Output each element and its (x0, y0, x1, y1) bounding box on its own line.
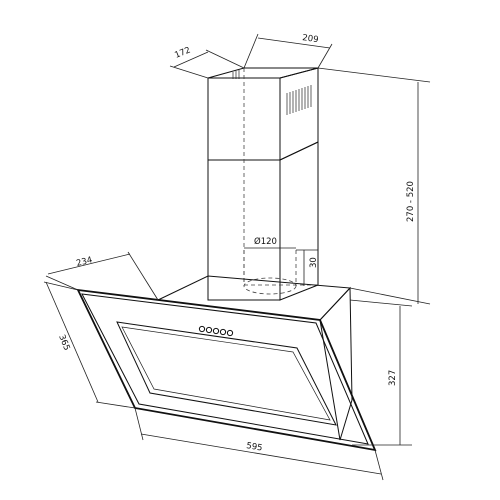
control-button (219, 328, 227, 336)
dim-chimney-height: 270 - 520 (317, 67, 431, 305)
label-30: 30 (309, 257, 319, 268)
control-buttons (198, 325, 234, 337)
dim-glass-height: 365 (43, 281, 136, 409)
label-270-520: 270 - 520 (406, 181, 416, 222)
label-172: 172 (173, 45, 192, 60)
chimney (207, 67, 319, 301)
dim-duct-offset: 30 (296, 249, 319, 286)
label-209: 209 (302, 33, 319, 45)
label-duct-diameter: Ø120 (254, 236, 277, 247)
hood-body (76, 275, 377, 452)
label-327: 327 (388, 370, 398, 386)
dim-hood-width: 595 (134, 407, 384, 481)
duct-outlet (243, 250, 297, 295)
label-595: 595 (246, 441, 264, 453)
control-button (226, 329, 234, 337)
dim-body-height: 327 (349, 299, 413, 446)
control-button (205, 326, 213, 334)
label-234: 234 (75, 255, 93, 269)
dim-duct-diameter: Ø120 (244, 236, 296, 249)
dim-hood-depth: 234 (45, 251, 159, 301)
control-button (198, 325, 206, 333)
control-button (212, 327, 220, 335)
chimney-vent-slots (232, 70, 312, 115)
dim-chimney-width: 209 (243, 33, 333, 69)
